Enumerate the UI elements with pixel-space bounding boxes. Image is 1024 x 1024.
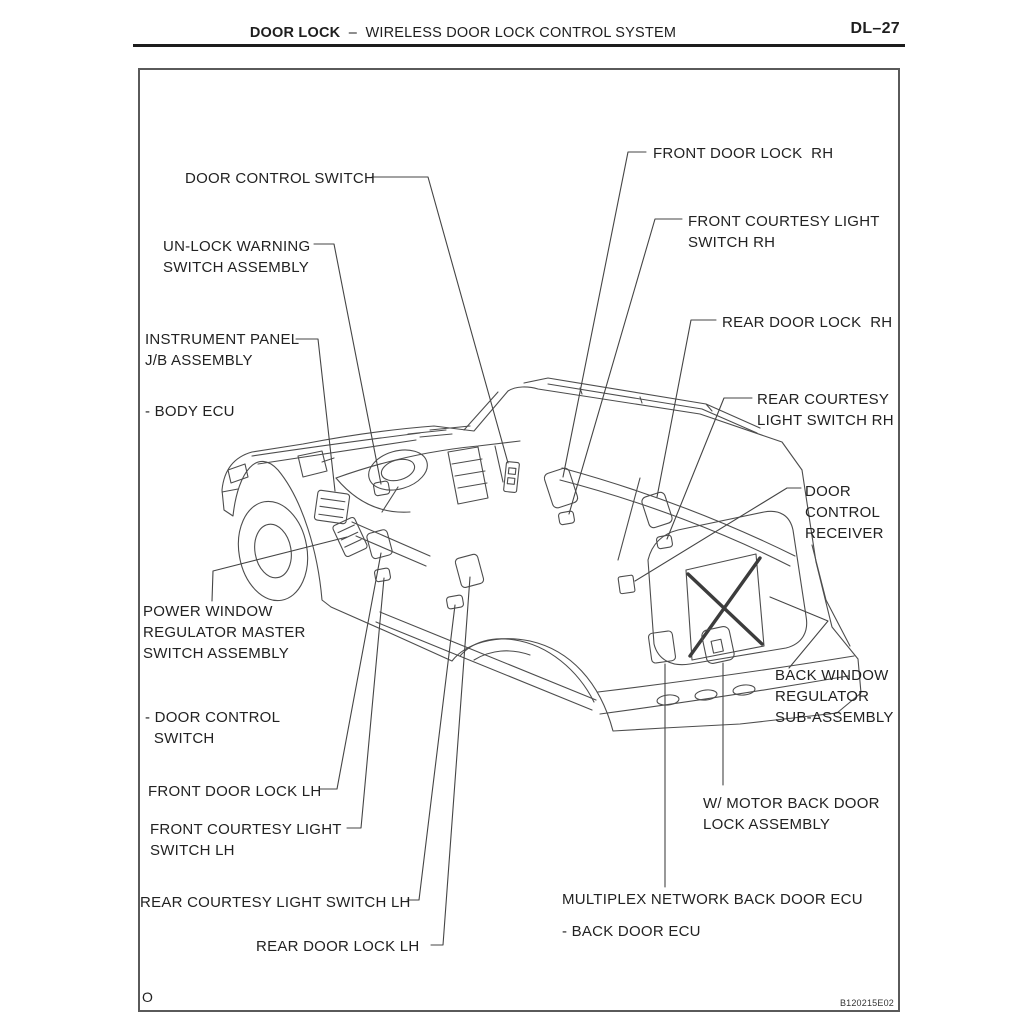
label-rear-door-lock-rh: REAR DOOR LOCK RH — [722, 314, 893, 331]
label-back-door-ecu: - BACK DOOR ECU — [562, 923, 701, 940]
page-number: DL–27 — [850, 20, 900, 37]
label-door-control-switch-sub: - DOOR CONTROL SWITCH — [145, 709, 281, 747]
page-header-title: DOOR LOCK – WIRELESS DOOR LOCK CONTROL S… — [249, 25, 677, 41]
label-door-control-receiver: DOOR CONTROL RECEIVER — [805, 483, 884, 542]
label-back-window-regulator: BACK WINDOW REGULATOR SUB-ASSEMBLY — [775, 667, 894, 726]
label-instrument-panel-jb-assembly: INSTRUMENT PANEL J/B ASSEMBLY — [145, 331, 300, 369]
figure-frame — [138, 68, 900, 1012]
label-body-ecu: - BODY ECU — [145, 403, 235, 420]
label-multiplex-network-back-door-ecu: MULTIPLEX NETWORK BACK DOOR ECU — [562, 891, 863, 908]
label-rear-courtesy-light-switch-rh: REAR COURTESY LIGHT SWITCH RH — [757, 391, 894, 429]
label-front-courtesy-light-switch-lh: FRONT COURTESY LIGHT SWITCH LH — [150, 821, 342, 859]
label-door-control-switch: DOOR CONTROL SWITCH — [185, 170, 376, 187]
header-rule — [133, 44, 905, 47]
label-rear-courtesy-light-switch-lh: REAR COURTESY LIGHT SWITCH LH — [140, 894, 411, 911]
label-power-window-regulator-master: POWER WINDOW REGULATOR MASTER SWITCH ASS… — [143, 603, 306, 662]
label-front-door-lock-lh: FRONT DOOR LOCK LH — [148, 783, 322, 800]
label-front-door-lock-rh: FRONT DOOR LOCK RH — [653, 145, 834, 162]
label-front-courtesy-light-switch-rh: FRONT COURTESY LIGHT SWITCH RH — [688, 213, 880, 251]
label-w-motor-back-door-lock: W/ MOTOR BACK DOOR LOCK ASSEMBLY — [703, 795, 880, 833]
label-rear-door-lock-lh: REAR DOOR LOCK LH — [256, 938, 420, 955]
label-unlock-warning-switch-assembly: UN-LOCK WARNING SWITCH ASSEMBLY — [163, 238, 311, 276]
figure-footer-mark: O — [142, 989, 154, 1005]
figure-code: B120215E02 — [839, 998, 894, 1008]
